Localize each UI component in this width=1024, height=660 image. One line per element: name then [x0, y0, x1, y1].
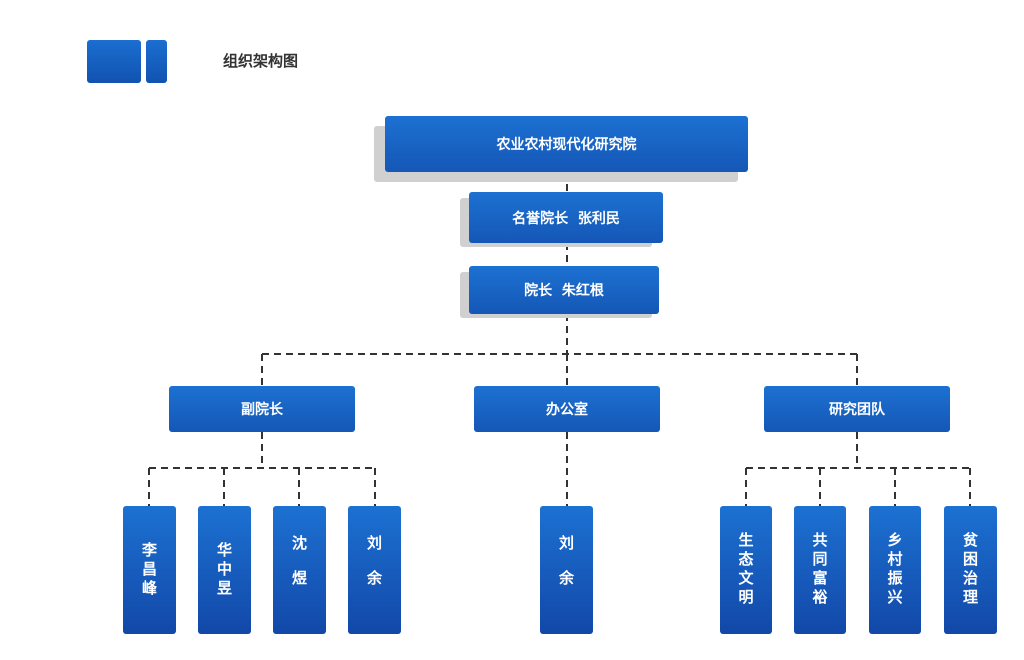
page-title: 组织架构图 — [223, 52, 299, 70]
honorary-president-box[interactable]: 名誉院长 张利民 — [469, 192, 663, 243]
member-box[interactable]: 刘余 — [348, 506, 401, 634]
member-box[interactable]: 沈煜 — [273, 506, 326, 634]
member-box[interactable]: 华中昱 — [198, 506, 251, 634]
team-box[interactable]: 乡村振兴 — [869, 506, 921, 634]
team-box[interactable]: 共同富裕 — [794, 506, 846, 634]
member-box[interactable]: 李昌峰 — [123, 506, 176, 634]
president-box[interactable]: 院长 朱红根 — [469, 266, 659, 314]
member-box[interactable]: 刘余 — [540, 506, 593, 634]
dept-office-box[interactable]: 办公室 — [474, 386, 660, 432]
logo-icon-block-small — [146, 40, 167, 83]
dept-research-team-box[interactable]: 研究团队 — [764, 386, 950, 432]
logo-icon-block-large — [87, 40, 141, 83]
team-box[interactable]: 贫困治理 — [944, 506, 997, 634]
team-box[interactable]: 生态文明 — [720, 506, 772, 634]
dept-vice-president-box[interactable]: 副院长 — [169, 386, 355, 432]
org-root-box[interactable]: 农业农村现代化研究院 — [385, 116, 748, 172]
